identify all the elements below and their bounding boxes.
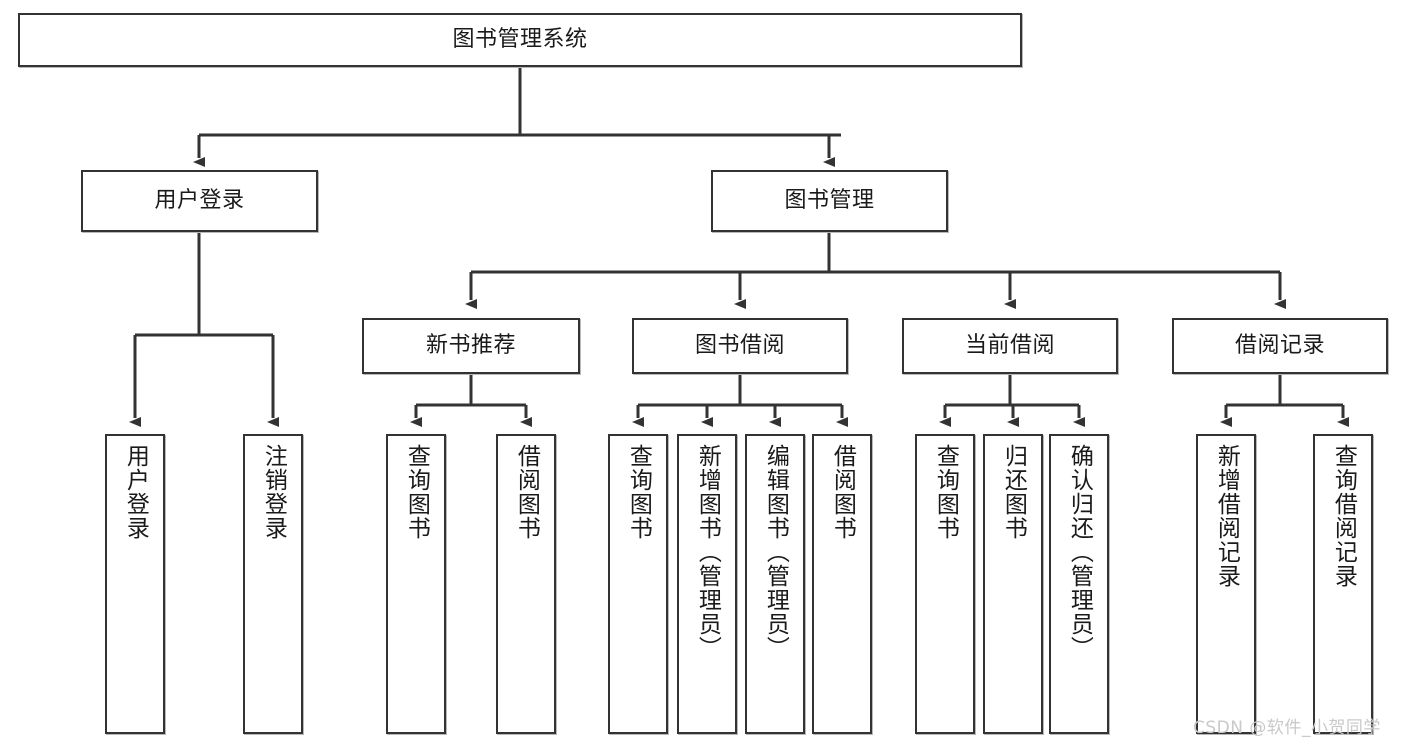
leaf-user-logout[interactable]: 注销登录 [243,434,303,734]
leaf-record-add[interactable]: 新增借阅记录 [1196,434,1256,734]
node-book-borrow[interactable]: 图书借阅 [632,318,848,374]
leaf-borrow-borrow-book[interactable]: 借阅图书 [812,434,872,734]
leaf-borrow-query-book[interactable]: 查询图书 [608,434,668,734]
leaf-current-confirm-return[interactable]: 确认归还（管理员） [1049,434,1109,734]
leaf-borrow-edit-book[interactable]: 编辑图书（管理员） [745,434,805,734]
node-current-borrow[interactable]: 当前借阅 [902,318,1118,374]
node-label: 当前借阅 [964,333,1055,359]
leaf-user-login[interactable]: 用户登录 [105,434,165,734]
node-label: 图书管理 [784,188,875,214]
leaf-recommend-query-book[interactable]: 查询图书 [386,434,446,734]
node-user-login[interactable]: 用户登录 [81,170,318,232]
node-label: 用户登录 [154,188,245,214]
node-label: 新书推荐 [425,333,516,359]
node-book-management[interactable]: 图书管理 [711,170,948,232]
node-label: 注销登录 [260,444,287,540]
node-label: 图书管理系统 [452,27,588,53]
node-label: 归还图书 [1000,444,1027,540]
node-label: 查询借阅记录 [1330,444,1357,588]
node-label: 图书借阅 [694,333,785,359]
leaf-record-query[interactable]: 查询借阅记录 [1313,434,1373,734]
node-label: 借阅图书 [829,444,856,540]
leaf-borrow-add-book[interactable]: 新增图书（管理员） [677,434,737,734]
node-label: 新增图书（管理员） [694,444,721,660]
node-label: 查询图书 [625,444,652,540]
node-borrow-record[interactable]: 借阅记录 [1172,318,1388,374]
node-new-book-recommend[interactable]: 新书推荐 [362,318,580,374]
node-label: 编辑图书（管理员） [762,444,789,660]
leaf-current-query-book[interactable]: 查询图书 [915,434,975,734]
node-label: 确认归还（管理员） [1066,444,1093,660]
node-label: 新增借阅记录 [1213,444,1240,588]
node-label: 借阅记录 [1234,333,1325,359]
node-root-book-management-system[interactable]: 图书管理系统 [18,13,1022,67]
watermark: CSDN @软件_小贺同学 [1193,718,1381,738]
node-label: 用户登录 [122,444,149,540]
node-label: 查询图书 [403,444,430,540]
node-label: 查询图书 [932,444,959,540]
leaf-current-return-book[interactable]: 归还图书 [983,434,1043,734]
node-label: 借阅图书 [513,444,540,540]
leaf-recommend-borrow-book[interactable]: 借阅图书 [496,434,556,734]
